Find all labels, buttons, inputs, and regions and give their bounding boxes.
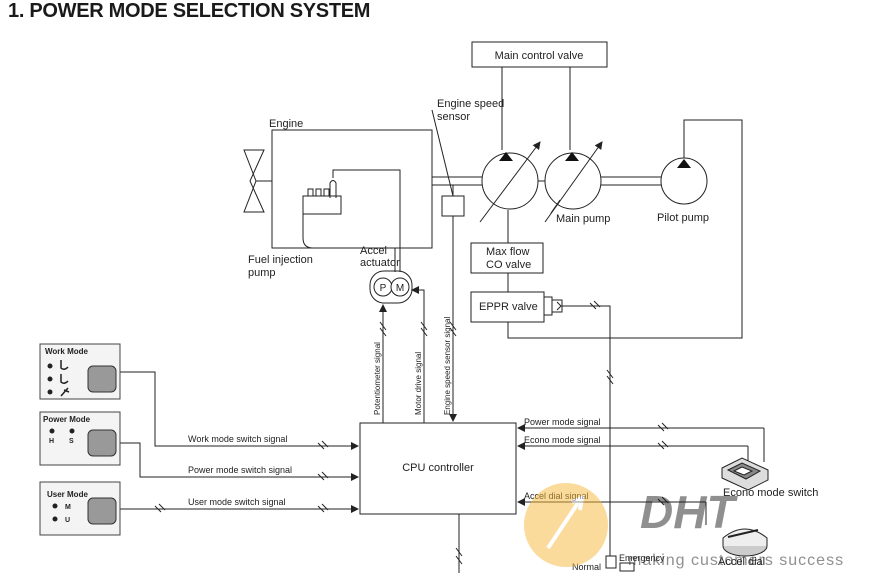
main-pump-2: Main pump [544,141,610,225]
watermark-tagline: making customers success [628,552,844,569]
potentiometer-signal-label: Potentiometer signal [373,342,382,415]
eppr-valve-label: EPPR valve [479,301,538,313]
main-control-valve-label: Main control valve [495,50,584,62]
power-mode-button[interactable] [87,429,117,457]
user-mode-title: User Mode [47,490,88,499]
accel-actuator: Accel actuator P M [360,245,413,304]
normal-emergency-switch: Normal Emergency [572,553,665,572]
user-mode-button[interactable] [87,497,117,525]
main-pump-1 [479,141,541,223]
engine-label: Engine [269,118,303,130]
fan-icon [243,149,272,213]
max-flow-label-2: CO valve [486,259,531,271]
engine-speed-sensor: Engine speed sensor [431,98,504,217]
motor-drive-signal-label: Motor drive signal [414,352,423,415]
actuator-p-label: P [380,283,387,294]
emergency-label: Emergency [619,553,665,563]
general-duty-icon [60,374,69,385]
work-mode-signal-label: Work mode switch signal [188,434,287,444]
accel-actuator-label-2: actuator [360,257,400,269]
work-mode-title: Work Mode [45,347,89,356]
accel-actuator-label-1: Accel [360,245,387,257]
user-mode-option-m: M [65,504,71,511]
heavy-duty-icon [60,360,69,371]
cpu-controller: CPU controller [359,422,517,515]
watermark-logo-icon [524,483,608,567]
power-mode-title: Power Mode [43,415,91,424]
max-flow-label-1: Max flow [486,246,529,258]
power-mode-panel: Power Mode H S [39,411,121,466]
power-mode-signal-label: Power mode signal [524,417,601,427]
engine-speed-sensor-label-2: sensor [437,111,470,123]
power-mode-option-s: S [69,438,74,445]
user-mode-panel: User Mode M U [39,481,121,536]
work-mode-panel: Work Mode [39,343,121,400]
engine: Engine [269,118,433,249]
breaker-icon [60,387,70,397]
fuel-injection-pump: Fuel injection pump [248,169,401,279]
user-mode-option-u: U [65,517,70,524]
power-mode-switch-signal-label: Power mode switch signal [188,465,292,475]
eppr-valve: EPPR valve [470,291,563,323]
normal-label: Normal [572,562,601,572]
engine-speed-sensor-label-1: Engine speed [437,98,504,110]
pilot-pump: Pilot pump [657,157,709,224]
fuel-injection-pump-label-1: Fuel injection [248,254,313,266]
econo-mode-signal-label: Econo mode signal [524,435,601,445]
fuel-injection-pump-label-2: pump [248,267,276,279]
max-flow-co-valve: Max flow CO valve [470,242,544,274]
actuator-m-label: M [396,283,404,294]
accel-dial-label: Accel dial [718,556,765,568]
main-pump-label: Main pump [556,213,610,225]
cpu-controller-label: CPU controller [402,462,474,474]
pilot-pump-label: Pilot pump [657,212,709,224]
accel-dial: Accel dial [718,528,768,568]
page-title: 1. POWER MODE SELECTION SYSTEM [8,0,371,22]
main-control-valve: Main control valve [471,41,608,68]
watermark: DHT making customers success [524,483,844,569]
engine-speed-signal-label: Engine speed sensor signal [443,316,452,415]
user-mode-signal-label: User mode switch signal [188,497,286,507]
econo-mode-switch: Econo mode switch [721,457,818,499]
power-mode-option-h: H [49,438,54,445]
work-mode-button[interactable] [87,365,117,393]
econo-mode-switch-label: Econo mode switch [723,487,818,499]
watermark-text: DHT [640,486,738,538]
